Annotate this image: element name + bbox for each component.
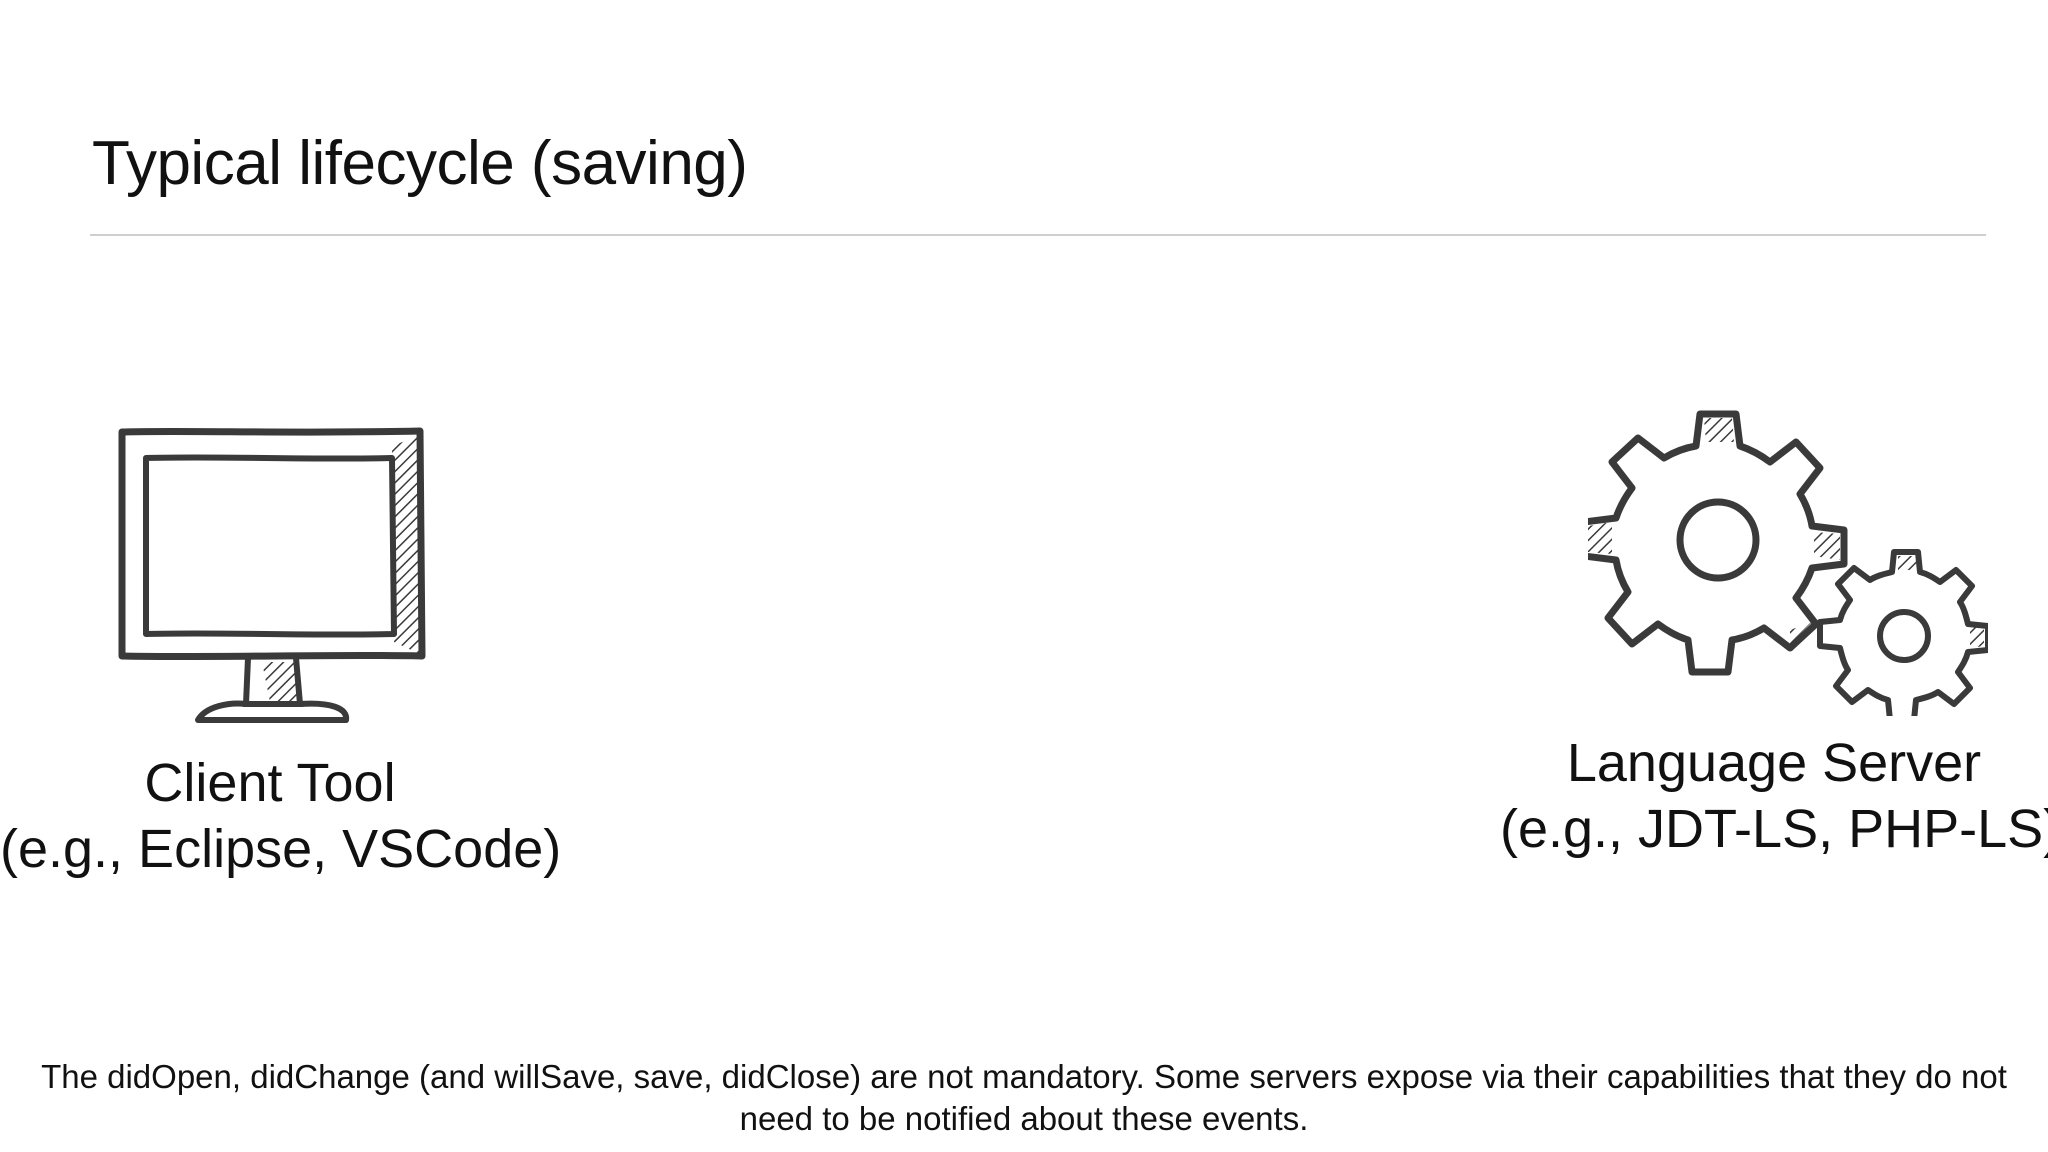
footnote: The didOpen, didChange (and willSave, sa… (30, 1056, 2018, 1140)
client-tool-node: Client Tool (e.g., Eclipse, VSCode) (0, 410, 562, 890)
server-examples: (e.g., JDT-LS, PHP-LS) (1500, 799, 2048, 859)
client-label: Client Tool (e.g., Eclipse, VSCode) (0, 750, 562, 882)
monitor-icon (118, 427, 426, 723)
client-examples: (e.g., Eclipse, VSCode) (0, 819, 562, 879)
server-label: Language Server (e.g., JDT-LS, PHP-LS) (1500, 730, 2048, 862)
title-divider (90, 234, 1986, 236)
footnote-line-2: need to be notified about these events. (739, 1100, 1309, 1137)
language-server-node: Language Server (e.g., JDT-LS, PHP-LS) (1500, 400, 2048, 880)
footnote-line-1: The didOpen, didChange (and willSave, sa… (41, 1058, 2007, 1095)
gears-icon (1588, 410, 1988, 716)
client-name: Client Tool (144, 753, 396, 813)
page-title: Typical lifecycle (saving) (92, 129, 748, 198)
server-name: Language Server (1566, 733, 1982, 793)
